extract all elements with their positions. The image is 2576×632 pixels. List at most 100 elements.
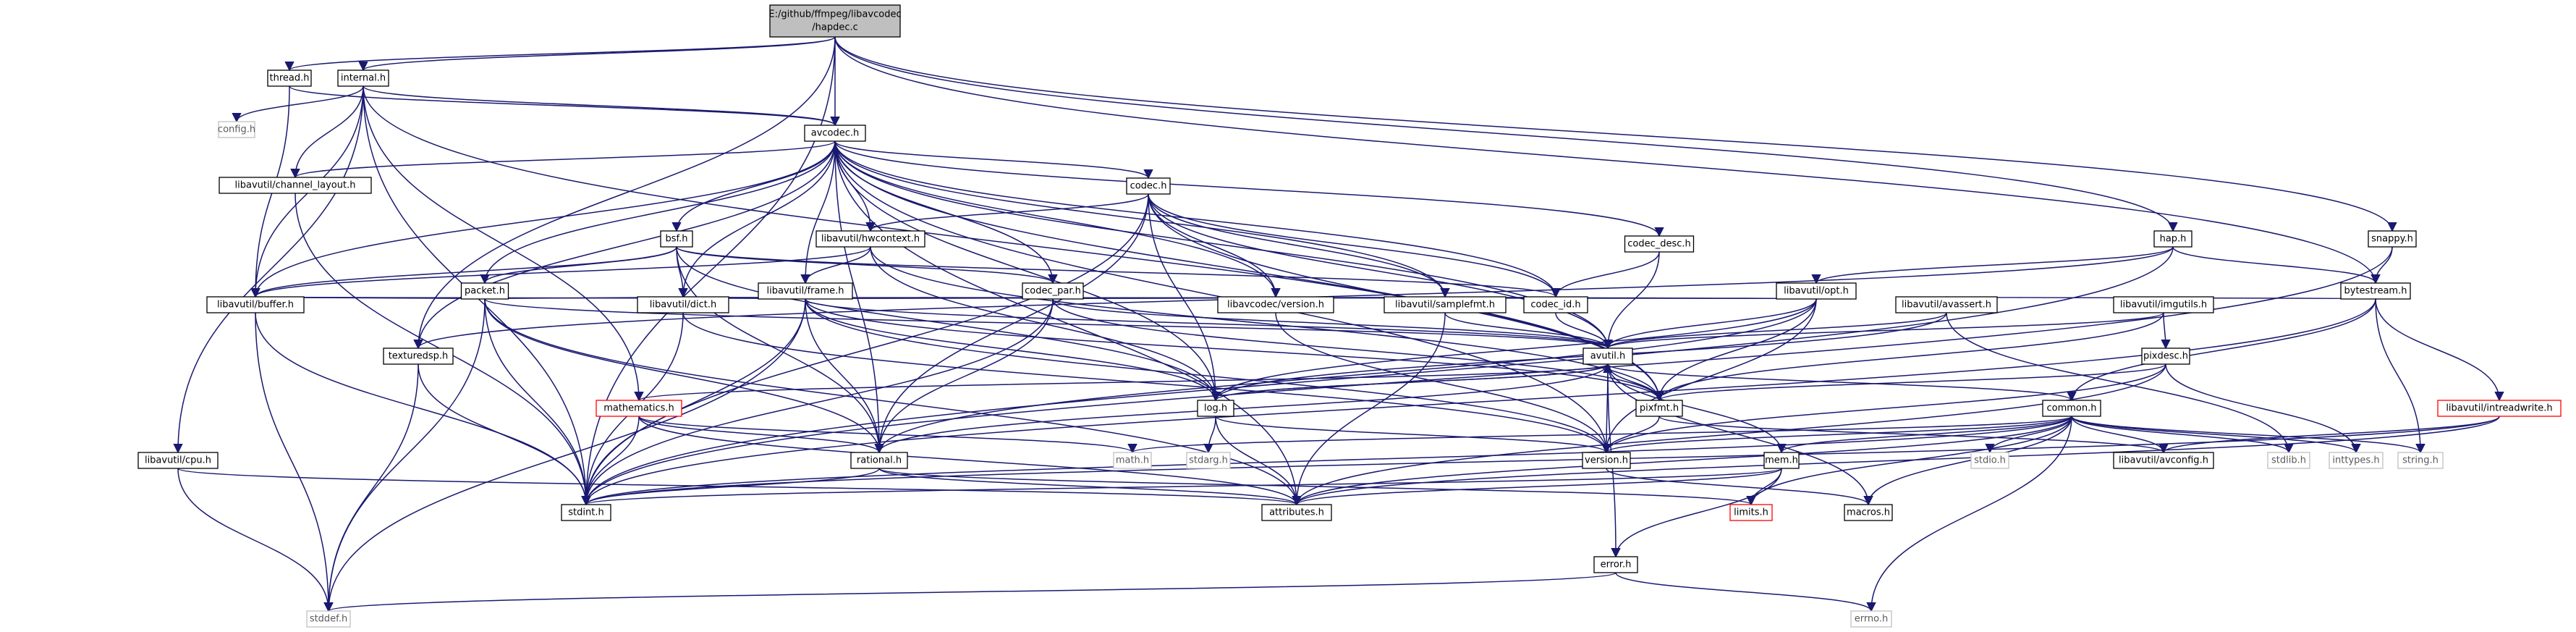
edge-frame-stddef	[323, 298, 806, 612]
node-limits[interactable]: limits.h	[1729, 504, 1773, 521]
edge-intreadwrite-stdint	[581, 416, 2500, 506]
node-texturedsp[interactable]: texturedsp.h	[383, 347, 454, 365]
node-label: libavutil/opt.h	[1784, 286, 1849, 297]
node-label: stdio.h	[1974, 455, 2006, 466]
node-label: libavutil/intreadwrite.h	[2446, 403, 2552, 414]
edge-common-uversion	[1601, 416, 2072, 454]
node-common[interactable]: common.h	[2042, 400, 2101, 417]
node-label: log.h	[1204, 403, 1227, 414]
node-avconfig[interactable]: libavutil/avconfig.h	[2113, 452, 2214, 469]
edge-frame-log	[805, 298, 1221, 402]
edge-hapdec-hap	[834, 36, 2178, 232]
node-label: codec.h	[1130, 181, 1167, 192]
node-codec[interactable]: codec.h	[1126, 177, 1171, 195]
edge-opt-avutil	[1603, 298, 1817, 350]
node-buffer[interactable]: libavutil/buffer.h	[206, 296, 305, 313]
edge-avutil-macros	[1607, 363, 1873, 506]
node-macros[interactable]: macros.h	[1844, 504, 1893, 521]
node-stdio: stdio.h	[1970, 452, 2009, 469]
node-label: libavutil/cpu.h	[145, 455, 211, 466]
edge-hapdec-internal	[358, 36, 836, 72]
node-label: bsf.h	[665, 234, 687, 245]
node-label: inttypes.h	[2332, 455, 2379, 466]
node-lcversion[interactable]: libavcodec/version.h	[1217, 296, 1334, 313]
edge-mathematics-stdint	[581, 416, 640, 506]
node-intreadwrite[interactable]: libavutil/intreadwrite.h	[2437, 400, 2562, 417]
edge-rational-stdint	[581, 468, 880, 506]
node-error[interactable]: error.h	[1593, 556, 1638, 573]
node-label: libavutil/frame.h	[767, 286, 844, 297]
node-rational[interactable]: rational.h	[850, 452, 908, 469]
node-codecpar[interactable]: codec_par.h	[1022, 282, 1084, 300]
edge-opt-rational	[874, 298, 1817, 454]
edge-codec-codecid	[1148, 193, 1561, 298]
edge-log-uversion	[1215, 416, 1611, 454]
node-pixfmt[interactable]: pixfmt.h	[1635, 400, 1683, 417]
node-frame[interactable]: libavutil/frame.h	[758, 282, 853, 300]
node-pixdesc[interactable]: pixdesc.h	[2141, 347, 2190, 365]
node-samplefmt[interactable]: libavutil/samplefmt.h	[1384, 296, 1507, 313]
node-cpu[interactable]: libavutil/cpu.h	[137, 452, 219, 469]
node-hwcontext[interactable]: libavutil/hwcontext.h	[815, 230, 925, 248]
node-opt[interactable]: libavutil/opt.h	[1776, 282, 1857, 300]
node-label: config.h	[218, 125, 255, 135]
edge-codecdesc-avutil	[1603, 251, 1660, 350]
edges-layer	[173, 36, 2504, 612]
node-hap[interactable]: hap.h	[2153, 230, 2192, 248]
node-log[interactable]: log.h	[1197, 400, 1234, 417]
node-avcodec[interactable]: avcodec.h	[804, 125, 866, 142]
edge-snappy-bytestream	[2370, 246, 2393, 285]
edge-codecpar-avutil	[1052, 298, 1613, 350]
edge-hapdec-thread	[284, 36, 836, 72]
node-imgutils[interactable]: libavutil/imgutils.h	[2113, 296, 2214, 313]
node-dict[interactable]: libavutil/dict.h	[637, 296, 729, 313]
node-avutil[interactable]: avutil.h	[1583, 347, 1633, 365]
edge-log-stdarg	[1203, 416, 1216, 454]
node-mem[interactable]: mem.h	[1763, 452, 1800, 469]
edge-bsf-codecpar	[676, 246, 1058, 285]
node-hapdec[interactable]: E:/github/ffmpeg/libavcodec/hapdec.c	[768, 4, 902, 38]
node-errno: errno.h	[1850, 610, 1892, 628]
edge-codec-avutil	[1148, 193, 1613, 350]
node-avassert[interactable]: libavutil/avassert.h	[1895, 296, 1998, 313]
node-label: texturedsp.h	[389, 351, 449, 362]
edge-internal-chlayout	[290, 85, 364, 179]
edge-texturedsp-stddef	[323, 363, 419, 612]
node-label: codec_id.h	[1530, 300, 1580, 311]
node-snappy[interactable]: snappy.h	[2368, 230, 2417, 248]
node-codecdesc[interactable]: codec_desc.h	[1624, 235, 1695, 253]
node-codecid[interactable]: codec_id.h	[1523, 296, 1588, 313]
node-label: internal.h	[341, 73, 386, 84]
node-config: config.h	[218, 121, 255, 138]
edge-codec-log	[1148, 193, 1221, 402]
edge-avcodec-buffer	[250, 140, 836, 298]
node-uversion[interactable]: version.h	[1582, 452, 1631, 469]
node-label: libavutil/dict.h	[650, 300, 717, 311]
edge-common-stdio	[1985, 416, 2072, 454]
edge-hwcontext-buffer	[250, 246, 871, 298]
node-label: E:/github/ffmpeg/libavcodec	[768, 9, 901, 20]
edge-common-mem	[1776, 416, 2072, 454]
edge-bsf-buffer	[250, 246, 677, 298]
node-internal[interactable]: internal.h	[337, 69, 389, 87]
node-label: libavcodec/version.h	[1227, 300, 1324, 311]
node-label: rational.h	[857, 455, 902, 466]
node-thread[interactable]: thread.h	[267, 69, 312, 87]
node-stdint[interactable]: stdint.h	[561, 504, 611, 521]
edge-codecpar-stdint	[581, 298, 1054, 506]
edge-common-inttypes	[2071, 416, 2361, 454]
node-chlayout[interactable]: libavutil/channel_layout.h	[219, 177, 372, 194]
node-mathematics[interactable]: mathematics.h	[596, 400, 682, 417]
edge-packet-stddef	[323, 298, 486, 612]
node-bytestream[interactable]: bytestream.h	[2340, 282, 2411, 300]
edge-common-math	[1127, 416, 2072, 454]
node-label: avcodec.h	[811, 128, 860, 139]
edge-frame-avutil	[805, 298, 1613, 350]
edge-avassert-stdlib	[1946, 312, 2294, 454]
node-label: version.h	[1585, 455, 1628, 466]
node-attributes[interactable]: attributes.h	[1261, 504, 1332, 521]
node-packet[interactable]: packet.h	[460, 282, 509, 300]
node-bsf[interactable]: bsf.h	[660, 230, 693, 248]
edge-rational-attributes	[878, 468, 1302, 506]
edge-avcodec-texturedsp	[413, 140, 836, 350]
